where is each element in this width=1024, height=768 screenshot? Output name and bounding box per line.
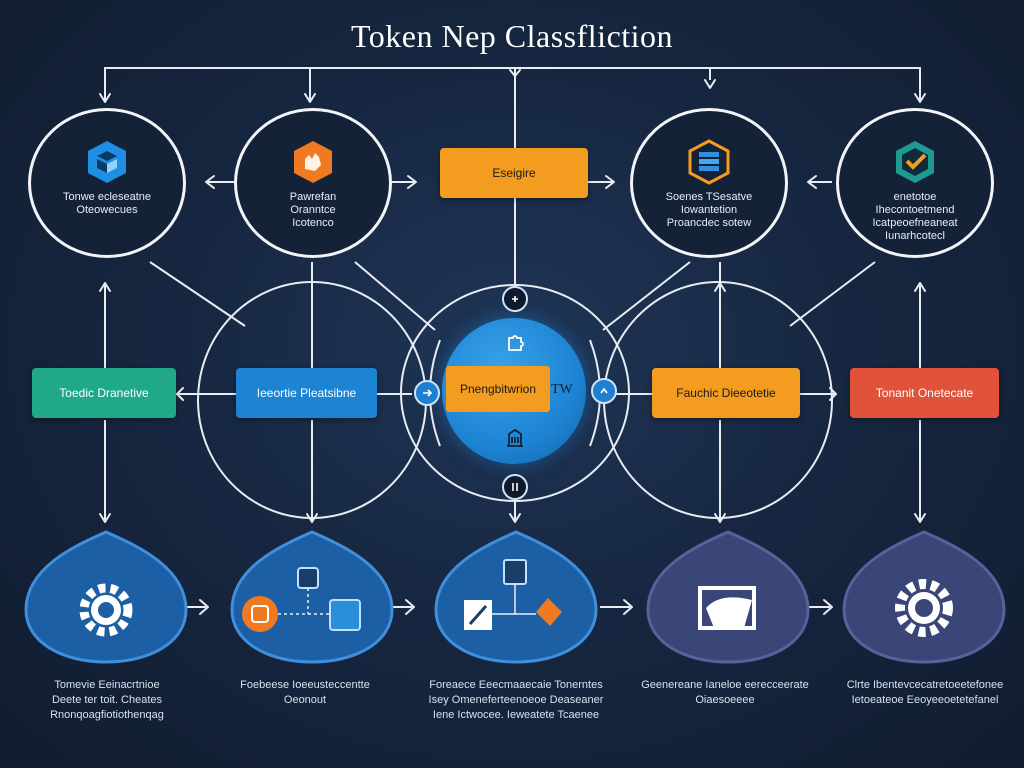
- layered-chip-icon: [688, 139, 730, 185]
- caption-line: Foebeese Ioeeusteccentte: [240, 679, 370, 691]
- caption-line: Iunarhcotecl: [885, 230, 945, 242]
- gear-icon: [895, 579, 953, 637]
- link-icon: [512, 296, 518, 302]
- bottom-caption-2: Foebeese Ioeeusteccentte Oeonout: [220, 678, 390, 708]
- check-badge-icon: [896, 141, 934, 183]
- building-icon: [507, 428, 523, 447]
- caption-line: Iene Ictwocee. Ieweatete Tcaenee: [432, 709, 600, 721]
- caption-line: Clrte Ibentevcecatretoeetefonee: [846, 679, 1004, 691]
- bottom-shield-3[interactable]: [428, 528, 604, 668]
- diagram-title: Token Nep Classfliction: [350, 18, 674, 54]
- caption-line: Foreaece Eeecmaaecaie Tonerntes: [429, 679, 603, 691]
- hub-left-badge: [414, 380, 440, 406]
- connected-devices-icon: [242, 567, 361, 632]
- caption-line: Oiaesoeeee: [695, 694, 755, 706]
- hub-label[interactable]: Pnengbitwrion: [446, 366, 550, 412]
- caption-line: Oranntce: [290, 204, 336, 216]
- bottom-shield-4[interactable]: [640, 528, 816, 668]
- top-node-2-caption: Pawrefan Oranntce Icotenco: [251, 191, 375, 230]
- caption-line: Oteowecues: [76, 204, 138, 216]
- bottom-shield-5[interactable]: [836, 528, 1012, 668]
- middle-pill-3[interactable]: Fauchic Dieeotetie: [652, 368, 800, 418]
- arrow-right-icon: [423, 389, 433, 397]
- caption-line: Proancdec sotew: [666, 217, 752, 229]
- bottom-caption-5: Clrte Ibentevcecatretoeetefonee Ietoeate…: [836, 678, 1014, 708]
- chevron-up-icon: [600, 387, 608, 394]
- middle-pill-2[interactable]: Ieeortie Pleatsibne: [236, 368, 377, 418]
- top-node-2[interactable]: Pawrefan Oranntce Icotenco: [234, 108, 392, 258]
- top-node-3-caption: Soenes TSesatve Iowantetion Proancdec so…: [647, 191, 771, 230]
- caption-line: Icotenco: [292, 217, 334, 229]
- puzzle-icon: [508, 335, 524, 351]
- blue-cube-icon: [88, 141, 126, 183]
- caption-line: Iowantetion: [680, 204, 738, 216]
- top-center-pill[interactable]: Eseigire: [440, 148, 588, 198]
- bottom-caption-4: Geenereane Ianeloe eerecceerate Oiaesoee…: [640, 678, 810, 708]
- caption-line: Ietoeateoe Eeoyeeoetetefanel: [851, 694, 999, 706]
- caption-line: Isey Omeneferteenoeoe Deaseaner: [428, 694, 604, 706]
- caption-line: Soenes TSesatve: [665, 191, 753, 203]
- middle-pill-4[interactable]: Tonanit Onetecate: [850, 368, 999, 418]
- middle-pill-1[interactable]: Toedic Dranetive: [32, 368, 176, 418]
- caption-line: Deete ter toit. Cheates: [51, 694, 163, 706]
- bottom-shield-2[interactable]: [224, 528, 400, 668]
- top-node-4-caption: enetotoe Ihecontoetmend Icatpeoefneaneat…: [853, 191, 977, 243]
- bracket-icon: [512, 483, 518, 491]
- caption-line: Pawrefan: [289, 191, 337, 203]
- orange-hand-icon: [294, 141, 332, 183]
- caption-line: Rnonqoagfiotiothenqag: [50, 709, 164, 721]
- caption-line: Icatpeoefneaneat: [872, 217, 958, 229]
- caption-line: Tomevie Eeinacrtnioe: [54, 679, 160, 691]
- gear-icon: [79, 583, 133, 637]
- bottom-caption-1: Tomevie Eeinacrtnioe Deete ter toit. Che…: [22, 678, 192, 723]
- caption-line: Geenereane Ianeloe eerecceerate: [641, 679, 809, 691]
- top-node-3[interactable]: Soenes TSesatve Iowantetion Proancdec so…: [630, 108, 788, 258]
- top-node-1[interactable]: Tonwe ecleseatne Oteowecues: [28, 108, 186, 258]
- bottom-caption-3: Foreaece Eeecmaaecaie Tonerntes Isey Ome…: [418, 678, 614, 723]
- document-exchange-icon: [464, 559, 562, 630]
- hub-right-badge: [591, 378, 617, 404]
- caption-line: enetotoe: [893, 191, 937, 203]
- caption-line: Tonwe ecleseatne: [62, 191, 152, 203]
- caption-line: Ihecontoetmend: [875, 204, 955, 216]
- top-node-1-caption: Tonwe ecleseatne Oteowecues: [45, 191, 169, 217]
- folder-icon: [698, 586, 756, 630]
- bottom-shield-1[interactable]: [18, 528, 194, 668]
- hub-side-label: TW: [551, 382, 573, 397]
- hub-bottom-badge: [502, 474, 528, 500]
- hub-top-badge: [502, 286, 528, 312]
- caption-line: Oeonout: [283, 694, 327, 706]
- top-node-4[interactable]: enetotoe Ihecontoetmend Icatpeoefneaneat…: [836, 108, 994, 258]
